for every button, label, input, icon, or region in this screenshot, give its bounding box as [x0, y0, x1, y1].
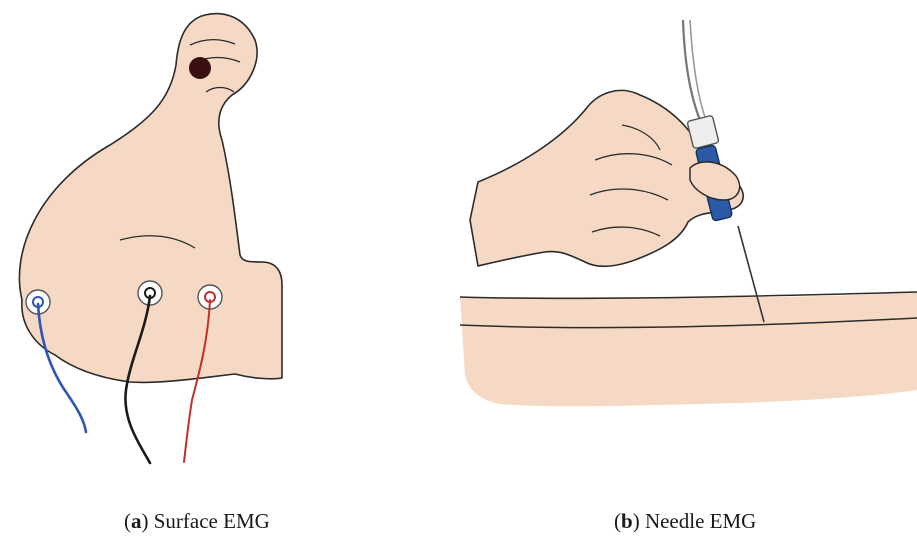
panel-letter-a: a [131, 509, 142, 533]
forearm [460, 292, 917, 406]
flexed-arm [19, 14, 282, 383]
caption-surface-emg: (a) Surface EMG [124, 508, 270, 534]
panel-letter-b: b [621, 509, 633, 533]
caption-text-b: Needle EMG [645, 509, 756, 533]
needle-emg-panel [460, 20, 917, 406]
surface-emg-panel [19, 14, 282, 463]
caption-needle-emg: (b) Needle EMG [614, 508, 756, 534]
needle-cable [690, 20, 706, 120]
caption-text-a: Surface EMG [154, 509, 270, 533]
fist-dot [189, 57, 211, 79]
